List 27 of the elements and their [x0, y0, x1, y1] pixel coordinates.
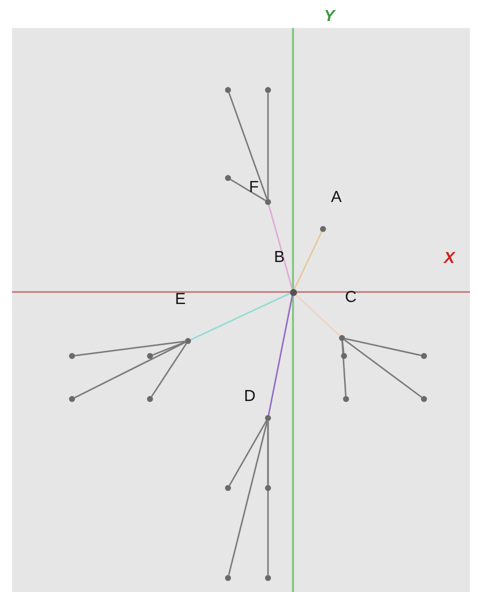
edge-label: D — [244, 389, 256, 405]
line-segment — [74, 342, 186, 398]
line-segment — [228, 420, 268, 486]
line-segment — [294, 231, 322, 290]
edge-label: B — [274, 250, 285, 266]
line-segment — [268, 295, 294, 416]
line-segment — [344, 338, 422, 356]
edge-label: C — [345, 290, 357, 306]
edge-label: E — [175, 292, 186, 308]
edge-label: A — [331, 190, 342, 206]
x-axis-label: X — [444, 251, 455, 267]
line-segment — [190, 292, 290, 340]
line-segment — [341, 340, 347, 396]
line-segment — [151, 343, 187, 397]
line-segment — [267, 421, 269, 575]
line-segment — [268, 204, 293, 289]
joint-label: F — [249, 180, 259, 196]
line-segment — [342, 340, 344, 354]
y-axis-label: Y — [324, 9, 335, 25]
line-segment — [295, 294, 340, 336]
line-segment — [228, 420, 268, 576]
line-segment — [228, 92, 268, 200]
line-segment — [267, 93, 269, 199]
line-segment — [152, 341, 186, 356]
line-segment — [344, 339, 422, 398]
line-segment — [74, 340, 186, 356]
line-segment — [230, 178, 266, 202]
